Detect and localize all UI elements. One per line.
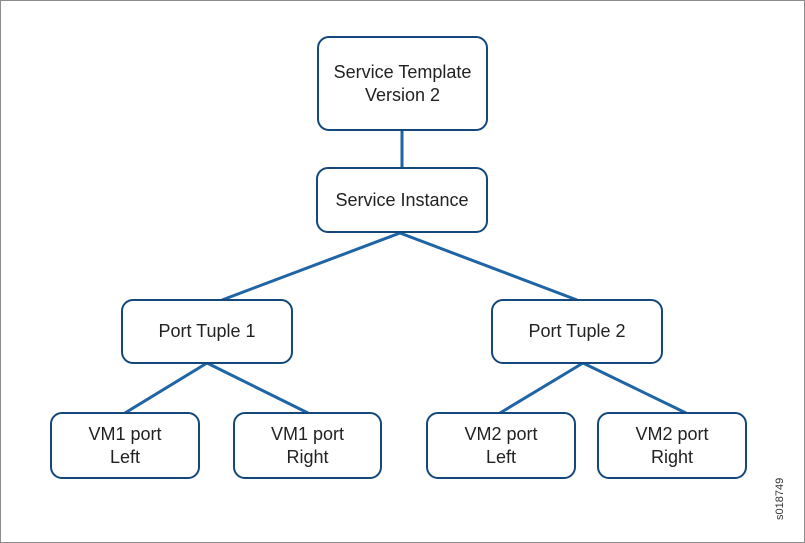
vm1-port-left-line-1: VM1 port (88, 423, 162, 444)
connector-tuple-2-to-vm2-right (582, 361, 687, 415)
figure-id-label: s018749 (774, 477, 786, 520)
vm2-port-right-line-2: Right (650, 446, 694, 467)
port-tuple-1-node: Port Tuple 1 (121, 299, 293, 364)
vm2-port-right-line-1: VM2 port (635, 423, 709, 444)
connector-instance-to-tuple-2 (399, 231, 578, 302)
port-tuple-2-label: Port Tuple 2 (528, 321, 626, 341)
service-instance-label: Service Instance (335, 189, 469, 210)
vm1-port-left-node: VM1 port Left (50, 412, 200, 479)
vm2-port-left-line-1: VM2 port (464, 423, 538, 444)
connector-instance-to-tuple-1 (221, 231, 401, 302)
connector-tuple-2-to-vm2-left (499, 361, 584, 415)
vm1-port-left-line-2: Left (109, 446, 141, 467)
vm2-port-left-node: VM2 port Left (426, 412, 576, 479)
service-template-line-1: Service Template (333, 61, 472, 82)
service-template-line-2: Version 2 (364, 84, 441, 105)
vm1-port-right-node: VM1 port Right (233, 412, 382, 479)
service-template-node: Service Template Version 2 (317, 36, 488, 131)
service-instance-node: Service Instance (316, 167, 488, 233)
port-tuple-1-label: Port Tuple 1 (158, 321, 256, 341)
vm1-port-right-line-2: Right (286, 446, 329, 467)
vm1-port-right-line-1: VM1 port (270, 423, 345, 444)
vm2-port-left-line-2: Left (485, 446, 517, 467)
connector-tuple-1-to-vm1-right (206, 361, 309, 415)
connector-tuple-1-to-vm1-left (124, 361, 208, 415)
port-tuple-2-node: Port Tuple 2 (491, 299, 663, 364)
vm2-port-right-node: VM2 port Right (597, 412, 747, 479)
